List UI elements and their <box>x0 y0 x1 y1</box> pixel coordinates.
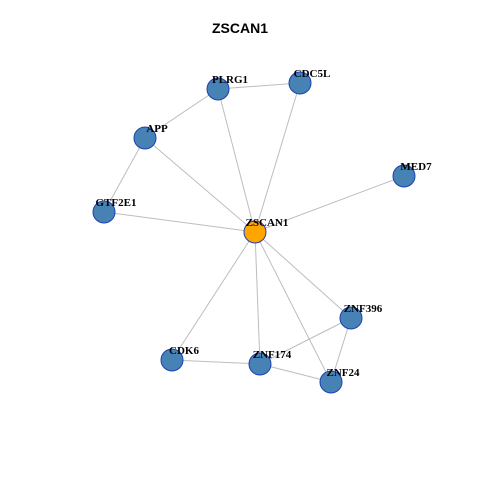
edge-app-gtf2e1 <box>103 137 146 213</box>
edge-zscan1-cdk6 <box>171 231 256 361</box>
node-znf396[interactable] <box>339 306 363 330</box>
node-zscan1[interactable] <box>243 220 267 244</box>
node-label-znf174: ZNF174 <box>253 349 292 361</box>
edge-zscan1-plrg1 <box>217 88 256 233</box>
node-label-zscan1: ZSCAN1 <box>246 217 289 229</box>
node-znf24[interactable] <box>319 370 343 394</box>
node-app[interactable] <box>133 126 157 150</box>
edge-zscan1-znf396 <box>254 231 352 319</box>
edge-plrg1-app <box>144 88 219 139</box>
node-label-znf24: ZNF24 <box>327 367 361 379</box>
graph-title: ZSCAN1 <box>211 20 268 36</box>
node-plrg1[interactable] <box>206 77 230 101</box>
edge-zscan1-znf24 <box>254 231 332 383</box>
node-label-cdk6: CDK6 <box>169 345 199 357</box>
node-gtf2e1[interactable] <box>92 200 116 224</box>
node-cdc5l[interactable] <box>288 71 312 95</box>
node-label-gtf2e1: GTF2E1 <box>96 197 137 209</box>
node-label-med7: MED7 <box>400 161 432 173</box>
edge-cdk6-znf174 <box>171 359 261 365</box>
node-label-app: APP <box>146 123 168 135</box>
edge-zscan1-gtf2e1 <box>103 211 256 233</box>
node-cdk6[interactable] <box>160 348 184 372</box>
edge-znf396-znf174 <box>259 317 352 365</box>
nodes-layer <box>92 71 416 394</box>
node-label-plrg1: PLRG1 <box>212 74 248 86</box>
node-label-znf396: ZNF396 <box>344 303 383 315</box>
node-med7[interactable] <box>392 164 416 188</box>
node-label-cdc5l: CDC5L <box>294 68 331 80</box>
edge-zscan1-app <box>144 137 256 233</box>
edge-zscan1-znf174 <box>254 231 261 365</box>
edge-zscan1-cdc5l <box>254 82 301 233</box>
edges-layer <box>103 82 405 383</box>
edge-zscan1-med7 <box>254 175 405 233</box>
node-znf174[interactable] <box>248 352 272 376</box>
edge-znf174-znf24 <box>259 363 332 383</box>
edge-plrg1-cdc5l <box>217 82 301 90</box>
